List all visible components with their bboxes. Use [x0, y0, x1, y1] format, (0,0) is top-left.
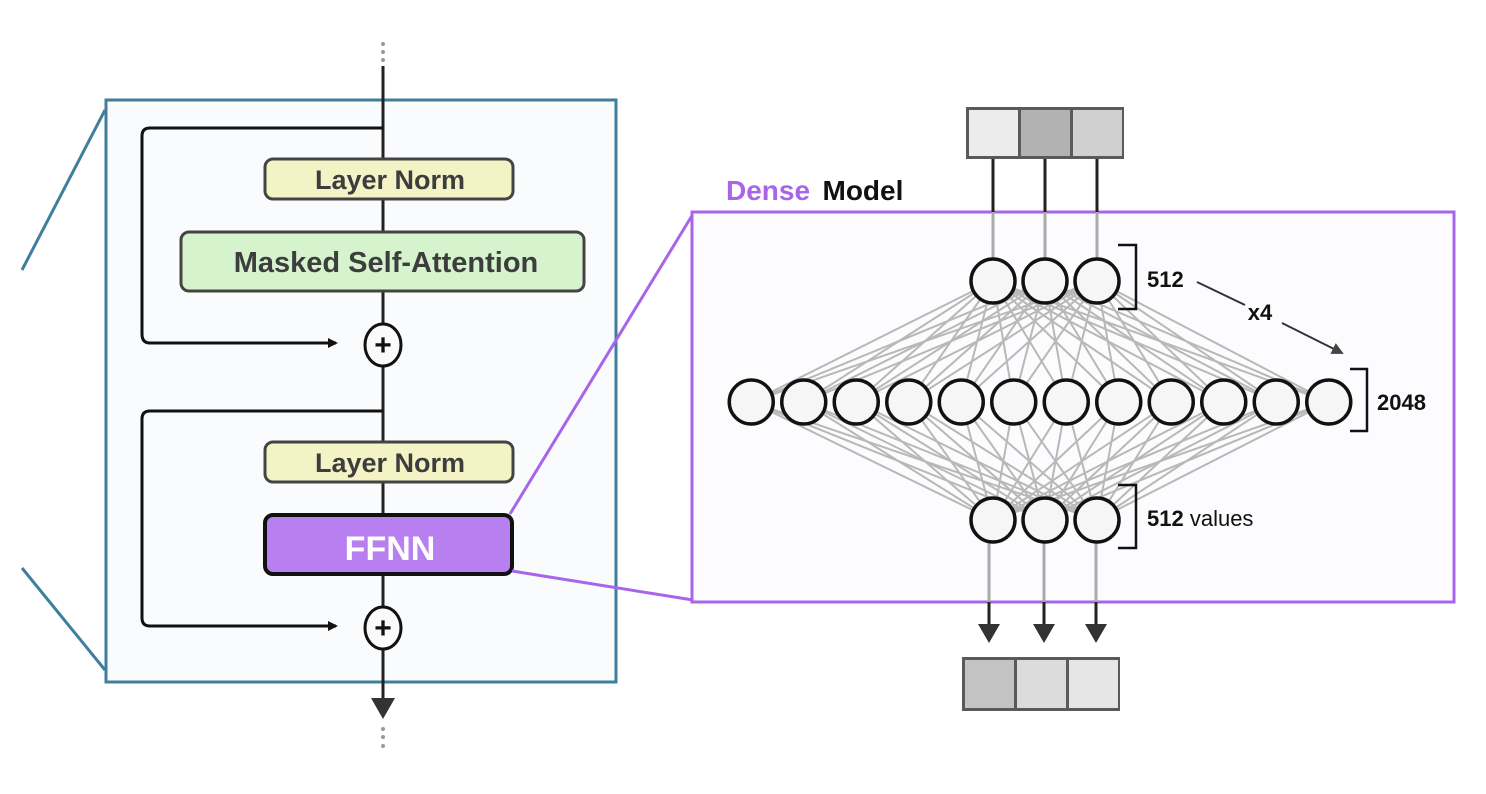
add-icon-2: + [374, 612, 392, 645]
add-icon-1: + [374, 329, 392, 362]
hidden-neuron [1305, 378, 1353, 426]
output-neuron [969, 496, 1017, 544]
ffnn-zoom-line-top [508, 213, 695, 515]
zoom-line-top [20, 109, 107, 271]
hidden-neuron [1200, 378, 1248, 426]
hidden-neuron [832, 378, 880, 426]
input-neuron [1021, 257, 1069, 305]
layer-norm-block-2[interactable]: Layer Norm [263, 440, 515, 484]
connection-line [992, 401, 1120, 521]
output-neuron [1073, 496, 1121, 544]
hidden-neuron [990, 378, 1038, 426]
output-arrow-icon [1085, 624, 1107, 643]
hidden-layer-size-label: 2048 [1377, 390, 1426, 415]
output-vector-cell [1017, 660, 1066, 708]
residual-skip-2 [140, 409, 383, 631]
output-arrow-icon [978, 624, 1000, 643]
connection-line [960, 280, 1098, 403]
add-node-2: + [363, 605, 403, 651]
input-vector-cell [969, 110, 1018, 156]
output-neuron [1021, 496, 1069, 544]
expansion-arrow-icon [1281, 322, 1344, 354]
neurons [727, 257, 1353, 544]
connection-line [803, 401, 994, 521]
output-vector-cell [965, 660, 1014, 708]
input-vector-cell [1021, 110, 1070, 156]
output-layer-size-label: 512 values [1147, 506, 1253, 531]
output-vector [962, 657, 1120, 711]
title-accent: Dense [726, 175, 810, 206]
masked-self-attention-block[interactable]: Masked Self-Attention [179, 230, 586, 293]
ffnn-label: FFNN [345, 530, 436, 568]
layer-norm-label-1: Layer Norm [315, 165, 465, 195]
output-arrow-icon [371, 698, 395, 719]
input-layer-bracket [1118, 243, 1138, 311]
output-arrow-icon [1033, 624, 1055, 643]
input-vector-cell [1073, 110, 1122, 156]
output-layer-bracket [1118, 483, 1138, 550]
hidden-neuron [1147, 378, 1195, 426]
ffnn-zoom-line-bottom [511, 569, 694, 602]
connection-line [992, 401, 1172, 521]
hidden-neuron [1042, 378, 1090, 426]
connection-line [907, 401, 994, 521]
output-vector-cell [1069, 660, 1118, 708]
connection-line [855, 401, 994, 521]
connection-line [1012, 280, 1098, 403]
connection-line [908, 280, 1098, 403]
layer-norm-block-1[interactable]: Layer Norm [263, 157, 515, 201]
expansion-arrow-start [1196, 281, 1246, 306]
input-vector [966, 107, 1124, 159]
dense-model-title: Dense Model [726, 175, 903, 206]
connection-line [1096, 280, 1225, 403]
ffnn-block[interactable]: FFNN [263, 513, 514, 576]
io-lines [978, 159, 1107, 643]
attention-label: Masked Self-Attention [234, 247, 539, 279]
hidden-neuron [727, 378, 775, 426]
hidden-neuron [937, 378, 985, 426]
connection-line [1096, 280, 1277, 403]
expansion-label: x4 [1248, 300, 1273, 325]
title-rest: Model [823, 175, 904, 206]
hidden-layer-bracket [1350, 367, 1369, 433]
residual-skip-1 [140, 126, 383, 348]
continuation-dots-top [381, 42, 385, 62]
input-neuron [1073, 257, 1121, 305]
connection-line [992, 401, 1225, 521]
hidden-neuron [885, 378, 933, 426]
layer-norm-label-2: Layer Norm [315, 448, 465, 478]
hidden-neuron [1095, 378, 1143, 426]
hidden-neuron [1252, 378, 1300, 426]
continuation-dots-bottom [381, 727, 385, 748]
input-layer-size-label: 512 [1147, 267, 1184, 292]
add-node-1: + [363, 322, 403, 368]
hidden-neuron [780, 378, 828, 426]
input-neuron [969, 257, 1017, 305]
zoom-line-bottom [20, 567, 107, 671]
